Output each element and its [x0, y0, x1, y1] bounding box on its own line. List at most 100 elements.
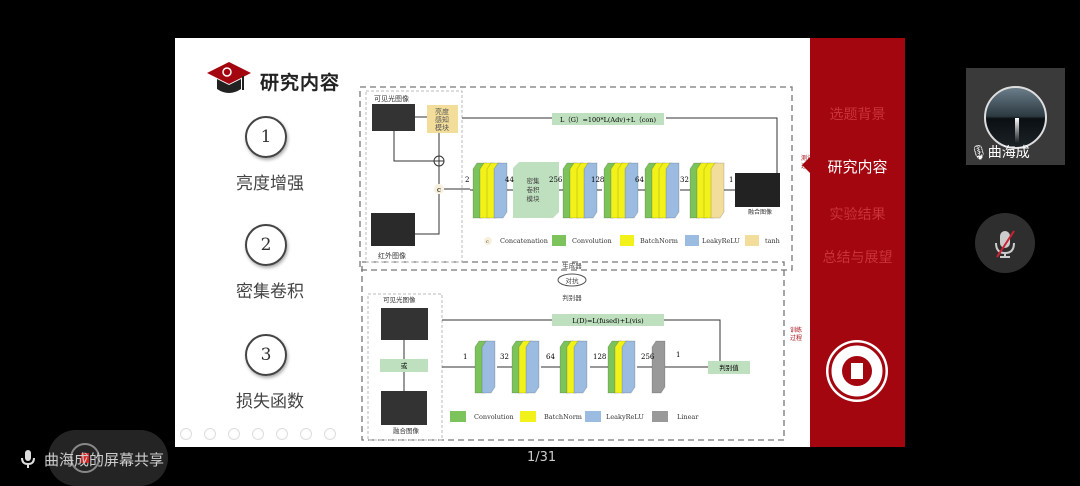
- svg-text:c: c: [486, 239, 489, 245]
- participant-tile[interactable]: 🎙曲海成: [966, 68, 1065, 165]
- svg-text:Convolution: Convolution: [474, 413, 514, 421]
- svg-text:Linear: Linear: [677, 413, 699, 421]
- discriminator-section: 可见光图像 或 融合图像 L(D)=L(fused)+L(vis) 判别值 1 3…: [380, 295, 802, 435]
- item-label-3: 损失函数: [236, 392, 304, 412]
- item-label-1: 亮度增强: [236, 174, 304, 194]
- adversarial-section: 生成器 对抗 判别器: [557, 261, 587, 302]
- svg-text:64: 64: [635, 176, 644, 184]
- participant-name: 曲海成: [987, 145, 1030, 161]
- relu-layer: [621, 340, 636, 394]
- svg-text:判别器: 判别器: [562, 293, 582, 302]
- university-seal-logo: [826, 340, 888, 402]
- svg-text:L(D)=L(fused)+L(vis): L(D)=L(fused)+L(vis): [572, 317, 644, 325]
- screen-share-label: 曲海成的屏幕共享: [44, 451, 165, 469]
- svg-text:L（G）=100*L(Adv)+L（con): L（G）=100*L(Adv)+L（con): [560, 116, 657, 124]
- svg-text:32: 32: [680, 176, 689, 184]
- infrared-image: [371, 213, 415, 246]
- svg-text:对抗: 对抗: [566, 276, 580, 285]
- brightness-module: [427, 105, 458, 133]
- svg-text:BatchNorm: BatchNorm: [544, 413, 582, 421]
- linear-block: [651, 340, 666, 394]
- active-pointer-icon: [802, 156, 811, 174]
- tanh-layer: [710, 162, 725, 219]
- or-box: [380, 359, 428, 372]
- svg-text:Concatenation: Concatenation: [500, 237, 548, 245]
- recording-button[interactable]: [48, 430, 168, 486]
- svg-text:tanh: tanh: [765, 237, 780, 245]
- svg-text:1: 1: [729, 176, 733, 184]
- relu-layer: [665, 162, 680, 219]
- nav-item-research[interactable]: 研究内容: [827, 158, 888, 176]
- svg-text:训练过程: 训练过程: [790, 326, 802, 342]
- visible-image-label: 可见光图像: [374, 94, 409, 103]
- svg-text:BatchNorm: BatchNorm: [640, 237, 678, 245]
- generator-loss-box: [552, 113, 664, 125]
- svg-text:44: 44: [505, 176, 514, 184]
- svg-text:LeakyReLU: LeakyReLU: [702, 237, 740, 245]
- conv-block: [603, 162, 639, 219]
- record-icon: [70, 443, 100, 473]
- svg-text:融合图像: 融合图像: [393, 426, 420, 435]
- svg-text:1: 1: [463, 353, 467, 361]
- svg-text:可见光图像: 可见光图像: [383, 295, 416, 304]
- mute-toggle-button[interactable]: [975, 213, 1035, 273]
- slide-nav-sidebar: 选题背景 研究内容 实验结果 总结与展望: [802, 38, 905, 447]
- conv-block: [472, 162, 508, 219]
- discriminator-output-box: [708, 361, 750, 374]
- relu-layer: [525, 340, 540, 394]
- svg-text:亮度感知模块: 亮度感知模块: [435, 107, 449, 132]
- disc-visible-image: [381, 308, 428, 340]
- svg-text:融合图像: 融合图像: [748, 208, 772, 216]
- section-title: 研究内容: [260, 72, 341, 94]
- adversarial-loop-icon: [557, 273, 587, 287]
- discriminator-loss-box: [552, 314, 664, 326]
- relu-layer: [573, 340, 588, 394]
- output-block: [689, 162, 725, 219]
- relu-layer: [481, 340, 496, 394]
- svg-text:LeakyReLU: LeakyReLU: [606, 413, 644, 421]
- relu-layer: [493, 162, 508, 219]
- svg-text:128: 128: [591, 176, 604, 184]
- svg-text:测试过程: 测试过程: [801, 154, 813, 170]
- nav-item-results[interactable]: 实验结果: [829, 207, 886, 223]
- page-indicator: 1/31: [527, 450, 557, 465]
- disc-block: [559, 340, 588, 394]
- participant-avatar: [984, 86, 1047, 149]
- dense-conv-block: [513, 162, 559, 218]
- disc-block: [511, 340, 540, 394]
- concat-operator-icon: [434, 184, 444, 194]
- svg-text:1: 1: [676, 351, 680, 359]
- slide-toolbar[interactable]: [180, 428, 336, 440]
- generator-section: 可见光图像 亮度感知模块 c 红外图像 L（G）=100*L(Adv)+L（co…: [371, 94, 813, 260]
- disc-fused-image: [381, 391, 427, 425]
- mortarboard-logo-icon: [207, 62, 251, 93]
- discriminator-frame: [361, 261, 785, 441]
- nav-item-conclusion[interactable]: 总结与展望: [822, 250, 893, 266]
- microphone-icon: [21, 450, 35, 468]
- svg-text:判别值: 判别值: [719, 363, 739, 372]
- item-number-1: 1: [245, 116, 287, 158]
- item-label-2: 密集卷积: [236, 282, 304, 302]
- svg-text:或: 或: [401, 361, 408, 370]
- svg-text:128: 128: [593, 353, 606, 361]
- relu-layer: [624, 162, 639, 219]
- generator-frame: [359, 86, 793, 271]
- visible-image: [372, 104, 415, 131]
- nav-item-background[interactable]: 选题背景: [829, 107, 886, 123]
- mic-icon: 🎙: [970, 145, 988, 161]
- infrared-image-label: 红外图像: [378, 251, 406, 260]
- svg-text:生成器: 生成器: [562, 261, 582, 270]
- item-number-2: 2: [245, 224, 287, 266]
- svg-text:密集卷积模块: 密集卷积模块: [527, 176, 541, 203]
- mic-muted-icon: [995, 230, 1015, 258]
- svg-text:c: c: [437, 186, 441, 194]
- conv-block: [644, 162, 680, 219]
- conv-block: [562, 162, 598, 219]
- svg-text:Convolution: Convolution: [572, 237, 612, 245]
- fused-image: [735, 173, 780, 207]
- linear-layer: [651, 340, 666, 394]
- svg-text:32: 32: [500, 353, 509, 361]
- relu-layer: [583, 162, 598, 219]
- svg-text:256: 256: [641, 353, 655, 361]
